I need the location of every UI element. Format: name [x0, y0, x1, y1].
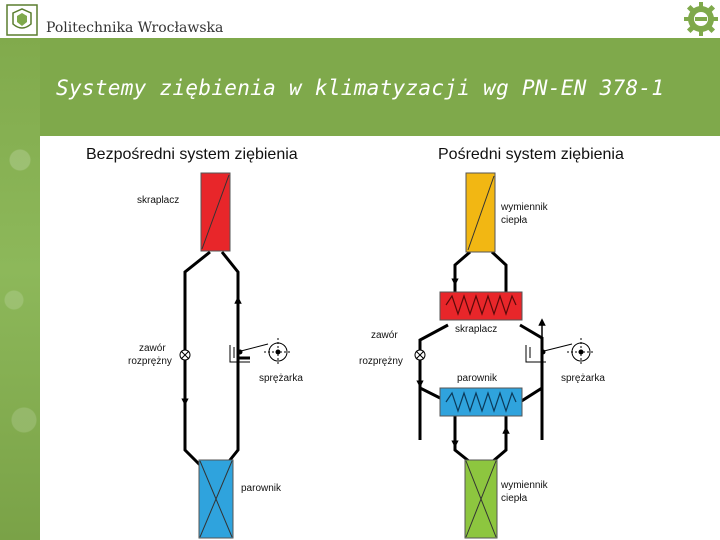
- left-evaporator-label: parownik: [241, 483, 282, 494]
- right-compressor-icon: [525, 338, 595, 366]
- title-band: [40, 38, 720, 136]
- left-condenser-unit: [200, 172, 231, 252]
- right-heading: Pośredni system ziębienia: [438, 146, 624, 163]
- right-condenser-label: skraplacz: [455, 324, 497, 335]
- decorative-side-strip: [0, 0, 40, 540]
- right-evaporator-label: parownik: [457, 373, 498, 384]
- university-name: Politechnika Wrocławska: [46, 20, 224, 36]
- left-compressor-label: sprężarka: [259, 373, 303, 384]
- left-compressor-icon: [229, 338, 292, 366]
- right-evaporator-unit: [439, 387, 523, 417]
- right-condenser-unit: [439, 291, 523, 321]
- university-logo-icon: [6, 4, 38, 36]
- gear-logo-icon: [684, 2, 718, 36]
- left-valve-label-1: zawór: [139, 343, 166, 354]
- right-heat-exchanger-top-unit: [465, 172, 496, 253]
- right-heat-exchanger-bottom-unit: [464, 459, 498, 539]
- slide-title: Systemy ziębienia w klimatyzacji wg PN-E…: [56, 76, 665, 100]
- left-heading: Bezpośredni system ziębienia: [86, 146, 298, 163]
- right-hx-top-label-2: ciepła: [501, 215, 528, 226]
- right-compressor-label: sprężarka: [561, 373, 605, 384]
- left-condenser-label: skraplacz: [137, 195, 179, 206]
- cooling-systems-diagram: skraplacz zawór rozprężny sprężarka pa: [128, 172, 605, 539]
- right-hx-bottom-label-2: ciepła: [501, 493, 528, 504]
- right-hx-bottom-label-1: wymiennik: [500, 480, 549, 491]
- header-bar: Politechnika Wrocławska: [0, 0, 720, 38]
- right-valve-label-1: zawór: [371, 330, 398, 341]
- left-expansion-valve-icon: [179, 349, 191, 361]
- right-hx-top-label-1: wymiennik: [500, 202, 549, 213]
- right-expansion-valve-icon: [414, 349, 426, 361]
- right-valve-label-2: rozprężny: [359, 356, 403, 367]
- left-system: skraplacz zawór rozprężny sprężarka pa: [128, 172, 303, 539]
- left-evaporator-unit: [198, 459, 234, 539]
- right-system: wymiennik ciepła skraplacz zawór rozpręż…: [359, 172, 605, 539]
- left-valve-label-2: rozprężny: [128, 356, 172, 367]
